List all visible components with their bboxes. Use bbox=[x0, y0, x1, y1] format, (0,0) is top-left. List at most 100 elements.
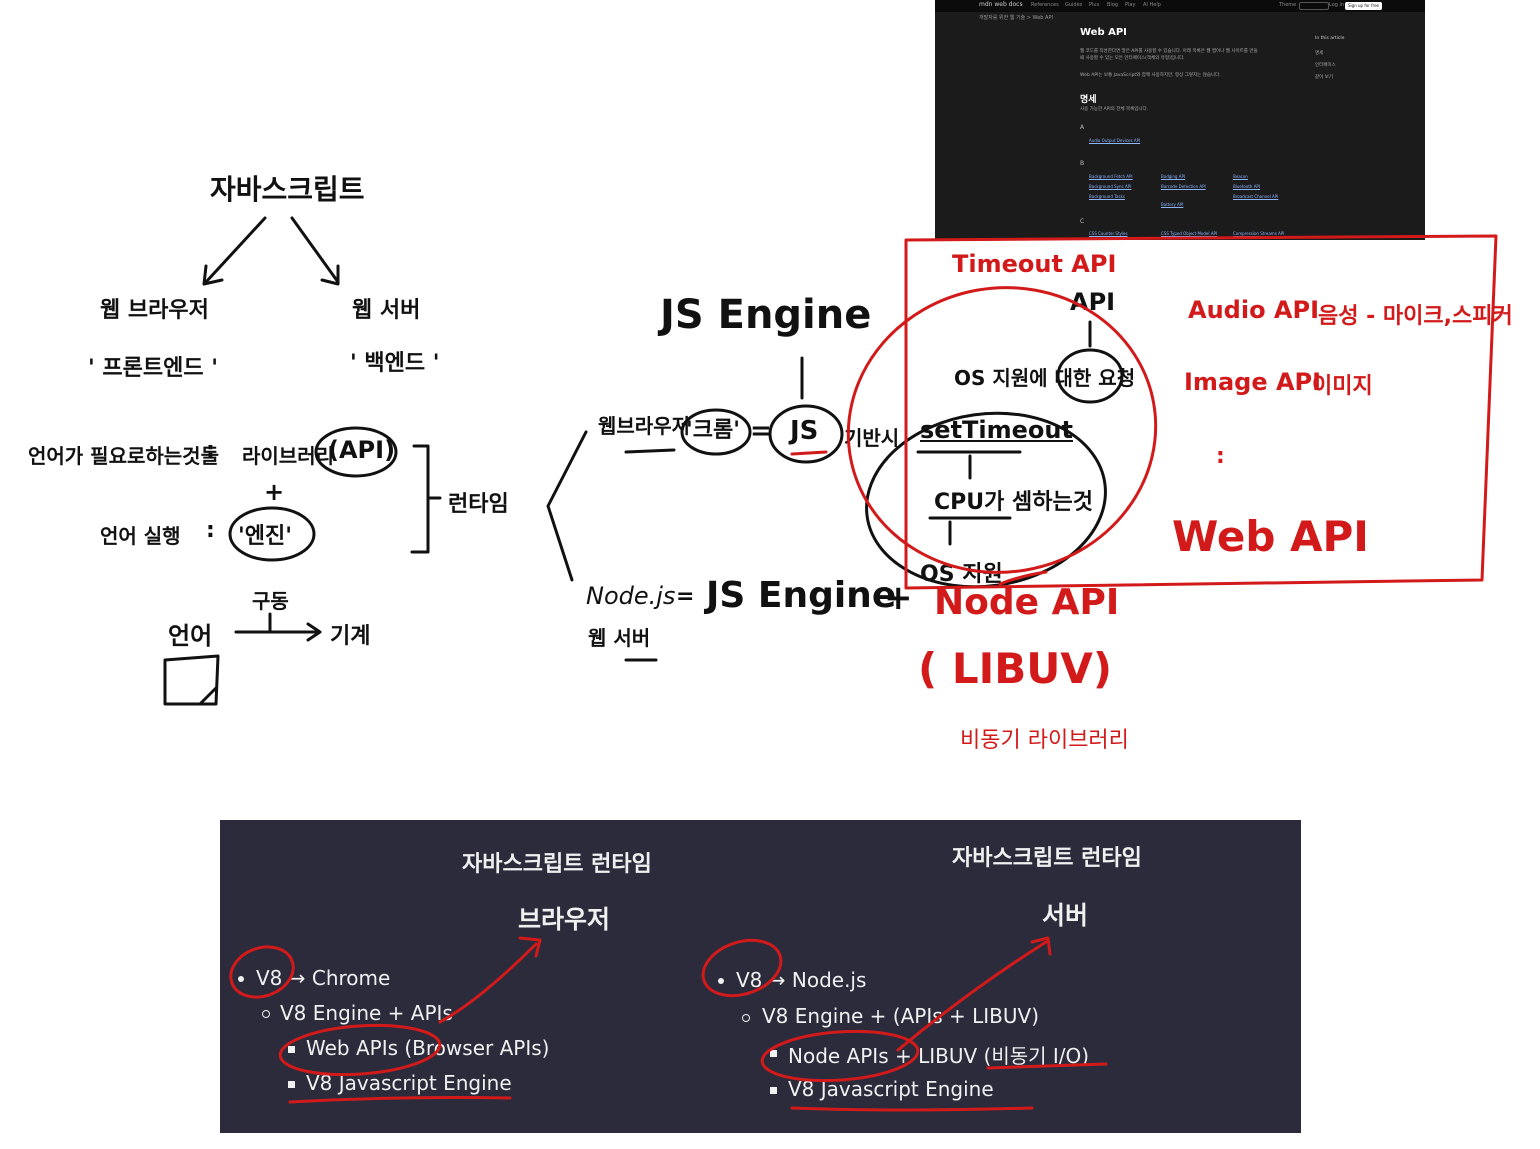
note-backend: ' 백엔드 ' bbox=[350, 351, 440, 376]
bullet-circle bbox=[742, 1014, 750, 1022]
note-dots: : bbox=[1216, 444, 1225, 469]
note-web-api: Web API bbox=[1172, 512, 1369, 561]
timeout-oval bbox=[865, 411, 1107, 589]
mdn-login[interactable]: Log in bbox=[1329, 2, 1345, 8]
mdn-link[interactable]: Broadcast Channel API bbox=[1233, 194, 1279, 199]
note-async-lib: 비동기 라이브러리 bbox=[960, 728, 1129, 753]
slide-left-title: 자바스크립트 런타임 bbox=[462, 852, 652, 877]
slide-right-subtitle: 서버 bbox=[1042, 901, 1089, 930]
mdn-logo[interactable]: mdn web docs bbox=[979, 1, 1023, 8]
mdn-breadcrumb[interactable]: 개발자를 위한 웹 기술 > Web API bbox=[979, 15, 1053, 21]
note-colon-1: : bbox=[206, 438, 215, 463]
note-machine: 기계 bbox=[330, 624, 371, 649]
engine-circle bbox=[228, 506, 316, 562]
mdn-link[interactable]: Background Fetch API bbox=[1089, 174, 1133, 179]
note-web-browser: 웹 브라우저 bbox=[100, 298, 209, 323]
note-library: 라이브러리 bbox=[242, 444, 334, 468]
note-lang-exec: 언어 실행 bbox=[100, 524, 181, 548]
v8-circle-right bbox=[701, 938, 783, 998]
mdn-link[interactable]: Beacon bbox=[1233, 174, 1248, 179]
mdn-screenshot: mdn web docs References Guides Plus Blog… bbox=[935, 0, 1425, 240]
js-circle bbox=[768, 404, 844, 464]
mdn-signup-button[interactable]: Sign up for free bbox=[1345, 2, 1382, 10]
split-bracket bbox=[546, 430, 588, 582]
arrow-to-server bbox=[290, 216, 340, 284]
mdn-nav-guides[interactable]: Guides bbox=[1065, 2, 1083, 8]
note-timeout-api: Timeout API bbox=[952, 250, 1117, 278]
mdn-nav-plus[interactable]: Plus bbox=[1089, 2, 1100, 8]
web-api-box bbox=[904, 234, 1498, 590]
slide-left-item-1: V8 → Chrome bbox=[256, 966, 391, 990]
mdn-spec-heading: 명세 bbox=[1080, 95, 1097, 105]
mdn-link[interactable]: Bluetooth API bbox=[1233, 184, 1261, 189]
slide-right-item-3: Node APIs + LIBUV (비동기 I/O) bbox=[788, 1044, 1090, 1068]
web-apis-circle bbox=[278, 1023, 442, 1077]
note-language: 언어 bbox=[168, 622, 213, 650]
slide-right-item-1: V8 → Node.js bbox=[736, 968, 867, 992]
slide-right-item-2: V8 Engine + (APIs + LIBUV) bbox=[762, 1004, 1040, 1028]
runtime-bracket bbox=[410, 444, 430, 554]
mdn-toc-item[interactable]: 명세 bbox=[1315, 51, 1324, 56]
v8-circle-left bbox=[229, 945, 295, 999]
mdn-toc-item[interactable]: 같이 보기 bbox=[1315, 75, 1333, 80]
note-drive: 구동 bbox=[252, 589, 289, 613]
mdn-link[interactable]: Audio Output Devices API bbox=[1089, 138, 1141, 143]
bullet-square bbox=[288, 1046, 295, 1053]
mdn-link[interactable]: Barcode Detection API bbox=[1161, 184, 1206, 189]
mdn-nav-references[interactable]: References bbox=[1031, 2, 1059, 8]
bullet-square bbox=[288, 1081, 295, 1088]
mdn-nav-blog[interactable]: Blog bbox=[1107, 2, 1119, 8]
runtime-slide: 자바스크립트 런타임 브라우저 V8 → Chrome V8 Engine + … bbox=[220, 820, 1301, 1133]
mdn-link[interactable]: CSS Typed Object Model API bbox=[1161, 231, 1218, 236]
note-js-engine: JS Engine bbox=[660, 292, 872, 338]
note-os-support: OS 지원 bbox=[920, 562, 1003, 587]
note-js-short: JS bbox=[790, 416, 819, 446]
mdn-letter-c: C bbox=[1080, 218, 1085, 225]
mdn-search-input[interactable] bbox=[1299, 2, 1329, 10]
arrowhead bbox=[202, 264, 224, 286]
note-javascript: 자바스크립트 bbox=[210, 173, 365, 206]
mdn-link[interactable]: CSS Counter Styles bbox=[1089, 231, 1128, 236]
note-audio-api: Audio API bbox=[1188, 296, 1320, 324]
note-frontend: ' 프론트엔드 ' bbox=[88, 356, 218, 381]
arrow-to-browser bbox=[204, 216, 267, 284]
api-circle bbox=[314, 426, 398, 478]
note-os-request: OS 지원에 대한 요청 bbox=[954, 366, 1136, 390]
note-runtime: 런타임 bbox=[448, 492, 509, 517]
note-web-server-2: 웹 서버 bbox=[588, 626, 651, 650]
note-plus: + bbox=[264, 478, 285, 506]
mdn-nav-play[interactable]: Play bbox=[1125, 2, 1136, 8]
mdn-link[interactable]: Compression Streams API bbox=[1233, 231, 1285, 236]
mdn-toc-item[interactable]: 인터페이스 bbox=[1315, 63, 1336, 68]
note-cpu-count: CPU가 셈하는것 bbox=[934, 490, 1093, 515]
note-browser-label: 웹브라우저 bbox=[598, 414, 690, 438]
note-image-api: Image API bbox=[1184, 368, 1322, 396]
note-node-api: Node API bbox=[934, 582, 1120, 623]
note-js-engine-2: JS Engine bbox=[706, 575, 897, 616]
mdn-link[interactable]: Badging API bbox=[1161, 174, 1186, 179]
mdn-para-2: Web API는 보통 JavaScript와 함께 사용하지만, 항상 그렇지… bbox=[1080, 73, 1221, 78]
mdn-link[interactable]: Background Tasks bbox=[1089, 194, 1125, 199]
note-chrome: '크롬' bbox=[686, 418, 740, 443]
note-image-desc: 이미지 bbox=[1312, 374, 1373, 399]
mdn-theme[interactable]: Theme bbox=[1279, 2, 1297, 8]
mdn-link[interactable]: Battery API bbox=[1161, 202, 1184, 207]
mdn-page-title: Web API bbox=[1080, 27, 1127, 38]
slide-left-item-2: V8 Engine + APIs bbox=[280, 1001, 453, 1025]
slide-left-subtitle: 브라우저 bbox=[518, 905, 611, 934]
chrome-circle bbox=[680, 408, 752, 456]
web-api-circle bbox=[846, 286, 1158, 574]
note-nodejs: Node.js bbox=[586, 582, 676, 610]
mdn-link[interactable]: Background Sync API bbox=[1089, 184, 1132, 189]
note-audio-desc: 음성 - 마이크,스피커 bbox=[1318, 304, 1513, 329]
note-equals: = bbox=[750, 416, 772, 446]
note-api: (API) bbox=[328, 436, 396, 464]
note-libuv: ( LIBUV) bbox=[918, 644, 1113, 693]
mdn-nav-ai-help[interactable]: AI Help bbox=[1143, 2, 1161, 8]
note-web-server: 웹 서버 bbox=[352, 298, 421, 323]
slide-left-item-3: Web APIs (Browser APIs) bbox=[306, 1036, 550, 1060]
bullet-dot bbox=[718, 978, 724, 984]
note-engine: '엔진' bbox=[238, 524, 292, 549]
bullet-square bbox=[770, 1087, 777, 1094]
